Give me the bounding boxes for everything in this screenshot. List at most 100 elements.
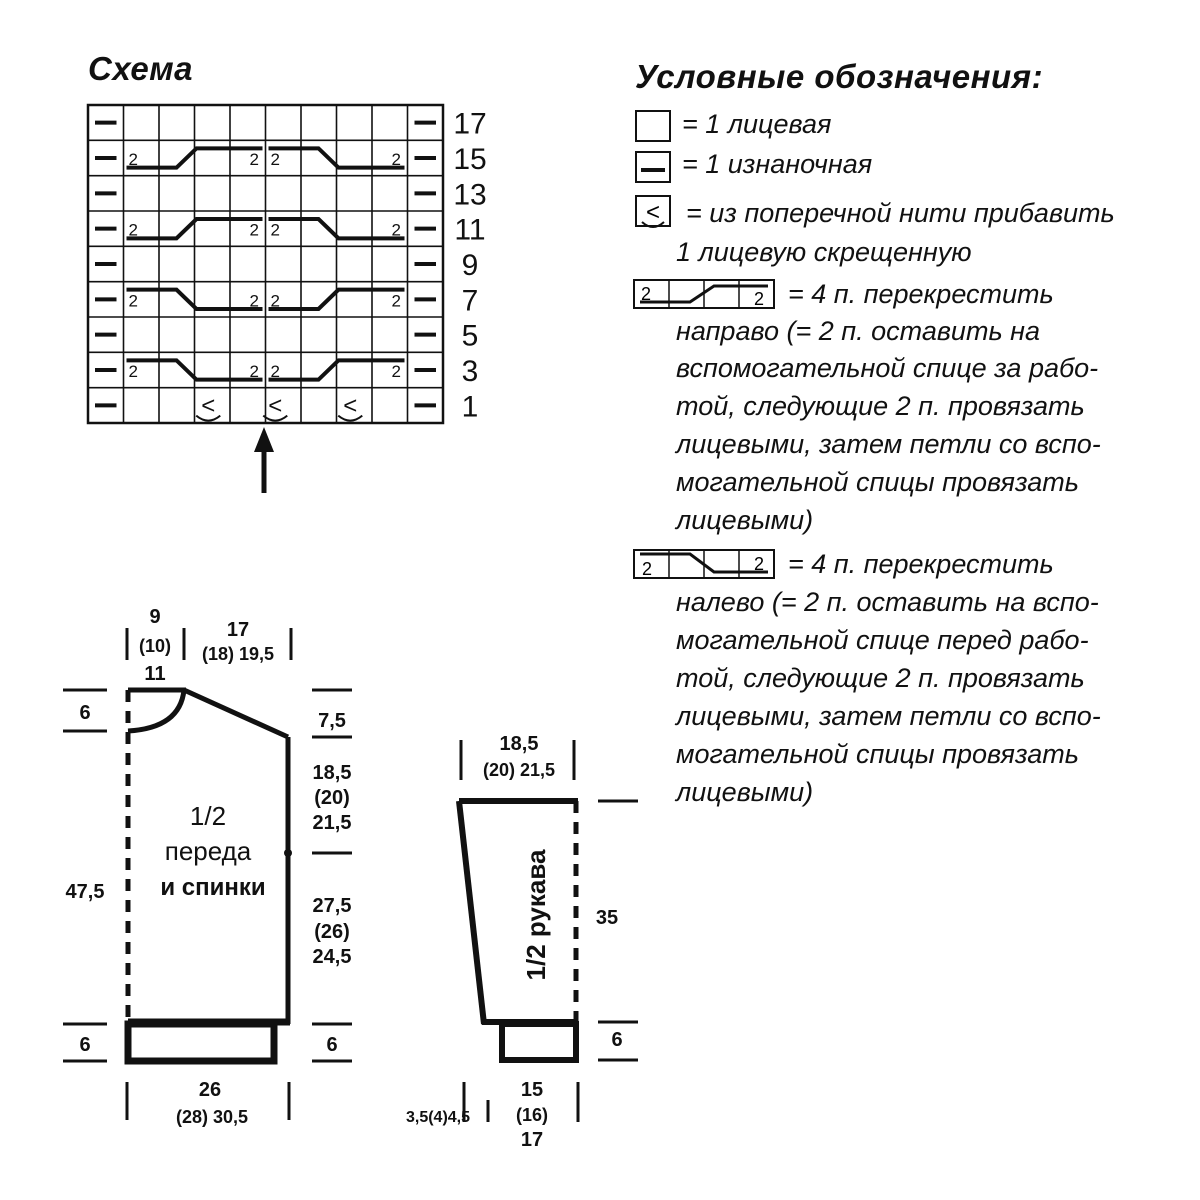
legend-text: той, следующие 2 п. провязать	[676, 663, 1085, 693]
cable-count-label: 2	[129, 221, 138, 240]
rib-label: 6	[79, 1034, 90, 1056]
body-rib	[124, 1020, 278, 1065]
cable-count-label: 2	[642, 559, 652, 579]
start-arrow-icon	[254, 427, 274, 493]
cable-count-label: 2	[250, 221, 259, 240]
increase-marks: < < <	[195, 393, 363, 422]
row-number: 15	[453, 143, 486, 176]
neck-width-label: 11	[144, 663, 165, 685]
shoulder-line	[182, 687, 290, 740]
legend-text: = 1 лицевая	[682, 109, 832, 139]
increase-glyph: <	[343, 393, 357, 420]
cable-marks	[126, 146, 405, 382]
legend-text: = 1 изнаночная	[682, 149, 873, 179]
cable-count-label: 2	[129, 150, 138, 169]
increase-glyph: <	[268, 393, 282, 420]
legend-title: Условные обозначения:	[635, 58, 1044, 95]
cable-count-label: 2	[271, 150, 280, 169]
cuff-offset-label: 3,5(4)4,5	[406, 1109, 470, 1126]
shoulder-width-label: 17	[227, 619, 249, 641]
neck-depth-label: 6	[79, 702, 90, 724]
increase-glyph: <	[646, 199, 660, 226]
purl-marks	[95, 120, 436, 408]
sleeve-piece	[456, 798, 579, 1063]
cable-line	[268, 287, 405, 311]
legend-text: могательной спицы провязать	[676, 467, 1079, 497]
chart-grid-lines	[88, 105, 443, 423]
armhole-label: 21,5	[313, 812, 352, 834]
sleeve-piece-label: 1/2 рукава	[521, 849, 551, 980]
cable-count-label: 2	[754, 289, 764, 309]
body-piece-label: переда	[165, 836, 252, 866]
legend-text: могательной спицы провязать	[676, 739, 1079, 769]
cable-line	[126, 287, 263, 311]
cable-count-label: 2	[250, 362, 259, 381]
sleeve-rib	[499, 1021, 579, 1063]
legend-text: = 4 п. перекрестить	[788, 549, 1054, 579]
total-length-label: 47,5	[66, 881, 105, 903]
increase-arc	[337, 414, 363, 422]
armhole-label: 18,5	[313, 762, 352, 784]
sleeve-rib-label: 6	[611, 1029, 622, 1051]
body-width-label: 26	[199, 1079, 221, 1101]
body-piece-label: и спинки	[160, 874, 265, 901]
body-piece-label: 1/2	[190, 801, 226, 831]
chart-title: Схема	[88, 50, 193, 87]
legend-text: = из поперечной нити прибавить	[686, 198, 1115, 228]
cable-count-label: 2	[392, 362, 401, 381]
cable-count-label: 2	[754, 554, 764, 574]
row-number: 5	[462, 320, 479, 353]
cable-right-icon: 2 2	[633, 279, 775, 309]
cable-line	[268, 146, 405, 170]
increase-arc	[262, 414, 288, 422]
cable-line	[126, 358, 263, 382]
legend-text: лицевыми, затем петли со вспо-	[676, 701, 1101, 731]
row-number: 17	[453, 108, 486, 141]
cable-left-icon: 2 2	[633, 549, 775, 579]
increase-arc	[195, 414, 221, 422]
increase-glyph: <	[201, 393, 215, 420]
legend-text: той, следующие 2 п. провязать	[676, 391, 1085, 421]
neck-width-label: (10)	[139, 636, 171, 656]
neckline	[127, 689, 187, 734]
armhole-label: (20)	[314, 787, 350, 809]
legend-text: лицевыми)	[676, 777, 814, 807]
cable-line	[126, 146, 263, 170]
side-label: 27,5	[313, 895, 352, 917]
cuff-width-label: 17	[521, 1129, 543, 1151]
cable-count-label: 2	[129, 362, 138, 381]
body-width-label: (28) 30,5	[176, 1107, 248, 1127]
cuff-width-label: (16)	[516, 1105, 548, 1125]
row-number: 13	[453, 178, 486, 211]
cable-count-label: 2	[250, 150, 259, 169]
sleeve-top-width-label: (20) 21,5	[483, 760, 555, 780]
row-number: 3	[462, 355, 479, 388]
row-number: 11	[454, 214, 485, 247]
legend-text: направо (= 2 п. оставить на	[676, 316, 1041, 346]
cuff-width-label: 15	[521, 1079, 543, 1101]
knit-square-icon	[635, 110, 671, 142]
cable-count-label: 2	[271, 291, 280, 310]
legend-text: лицевыми, затем петли со вспо-	[676, 429, 1101, 459]
legend-text: лицевыми)	[676, 505, 814, 535]
legend-text: вспомогательной спице за рабо-	[676, 353, 1099, 383]
legend-text: = 4 п. перекрестить	[788, 279, 1054, 309]
cable-count-label: 2	[392, 221, 401, 240]
cable-line	[268, 358, 405, 382]
row-number: 1	[462, 390, 479, 423]
neck-width-label: 9	[149, 606, 160, 628]
row-number: 7	[462, 284, 479, 317]
purl-square-icon	[635, 151, 671, 183]
increase-square-icon: <	[635, 195, 671, 228]
side-label: (26)	[314, 921, 350, 943]
row-number: 9	[462, 249, 479, 282]
cable-line	[268, 217, 405, 241]
cable-count-label: 2	[271, 221, 280, 240]
cable-count-label: 2	[250, 291, 259, 310]
cable-count-label: 2	[392, 150, 401, 169]
cable-count-label: 2	[129, 291, 138, 310]
sleeve-length-label: 35	[596, 907, 618, 929]
